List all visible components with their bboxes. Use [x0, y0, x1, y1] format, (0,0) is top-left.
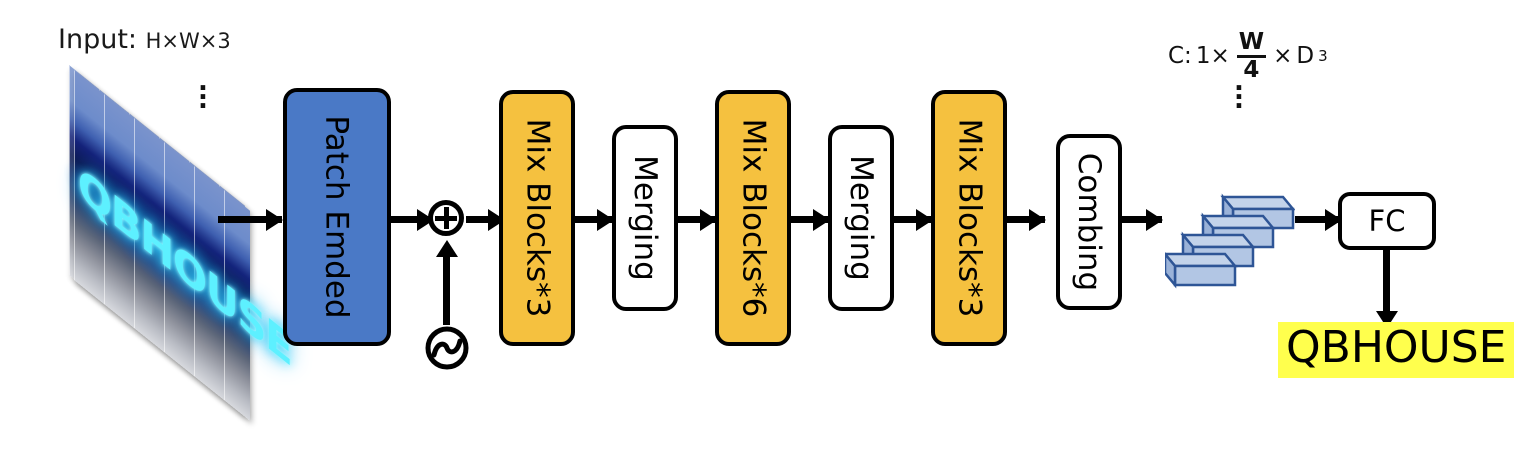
input-label-dims: H×W×3 [145, 29, 231, 53]
fraction-denominator: 4 [1243, 57, 1260, 83]
arrow-combing-to-features [1122, 208, 1163, 231]
fraction-bar [1236, 55, 1267, 58]
prediction-text: QBHOUSE [1278, 322, 1515, 379]
fraction-numerator: W [1238, 29, 1265, 55]
dot: . [1234, 85, 1244, 115]
input-label: Input: H×W×3 [58, 24, 231, 55]
feature-token-bars [1162, 185, 1296, 290]
output-shape-ellipsis: ... [1234, 67, 1244, 115]
output-shape-last-dim: D [1296, 42, 1315, 69]
feature-bar [1162, 250, 1238, 289]
arrow-mix-blocks-1-to-merging-1 [575, 208, 614, 231]
arrow-mix-blocks-2-to-merging-2 [791, 208, 830, 231]
add-operator-icon [428, 200, 464, 236]
block-fc[interactable]: FC [1338, 192, 1436, 250]
output-shape-prefix: C: [1168, 42, 1192, 69]
output-shape-last-dim-sub: 3 [1318, 46, 1328, 65]
input-stack-ellipsis: ... [198, 67, 208, 115]
block-combing-label: Combing [1071, 152, 1107, 292]
block-merging-1[interactable]: Merging [612, 125, 678, 311]
arrow-features-to-fc [1295, 208, 1342, 231]
block-mix-blocks-1-label: Mix Blocks*3 [519, 118, 555, 318]
block-mix-blocks-3-label: Mix Blocks*3 [951, 118, 987, 318]
input-label-main: Input: [58, 24, 138, 55]
block-merging-2[interactable]: Merging [828, 125, 894, 311]
output-shape-first-dim: 1× [1195, 42, 1230, 69]
block-merging-2-label: Merging [843, 155, 880, 281]
dot: . [1234, 67, 1244, 97]
block-mix-blocks-1[interactable]: Mix Blocks*3 [499, 90, 575, 346]
block-combing[interactable]: Combing [1056, 134, 1122, 310]
arrow-mix-blocks-3-to-combing [1007, 208, 1046, 231]
output-shape-fraction: W 4 [1236, 29, 1267, 83]
arrow-fc-to-prediction [1375, 249, 1398, 328]
dot: . [198, 67, 208, 97]
arrow-merging-1-to-mix-blocks-2 [678, 208, 717, 231]
dot: . [198, 76, 208, 106]
block-mix-blocks-2[interactable]: Mix Blocks*6 [715, 90, 791, 346]
input-image-stack: QBHOUSE [64, 65, 300, 431]
block-mix-blocks-2-label: Mix Blocks*6 [735, 118, 771, 318]
arrow-input-to-patch-embed [218, 208, 283, 231]
dot: . [1234, 76, 1244, 106]
output-shape-times: × [1273, 42, 1293, 69]
arrow-patch-embed-to-add [391, 208, 434, 231]
positional-encoding-icon [424, 325, 470, 371]
input-image-sheet-front: QBHOUSE [64, 70, 292, 421]
arrow-positional-encoding-to-add [435, 240, 458, 325]
block-mix-blocks-3[interactable]: Mix Blocks*3 [931, 90, 1007, 346]
dot: . [198, 85, 208, 115]
block-patch-embed[interactable]: Patch Emded [283, 88, 391, 346]
arrow-merging-2-to-mix-blocks-3 [894, 208, 933, 231]
block-patch-embed-label: Patch Emded [319, 115, 355, 319]
block-merging-1-label: Merging [627, 155, 664, 281]
block-fc-label: FC [1368, 204, 1406, 238]
